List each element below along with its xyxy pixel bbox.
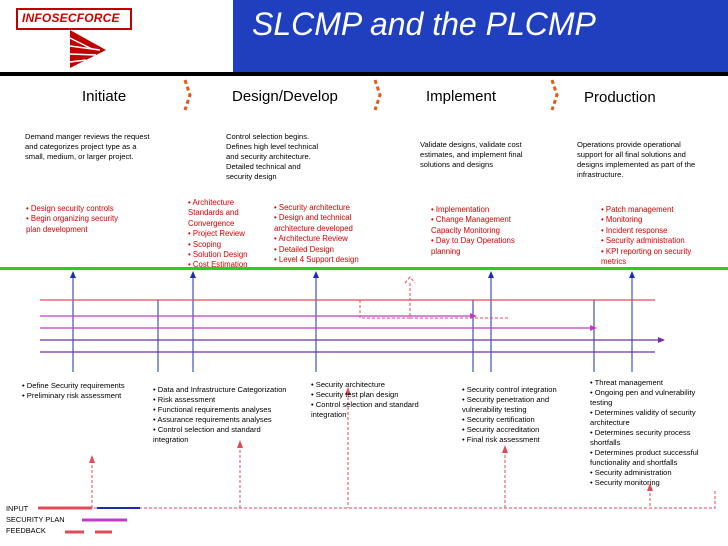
legend-input: INPUT [6, 504, 29, 513]
timeline-bar [0, 72, 728, 76]
input-lines [70, 271, 635, 372]
desc-design: Control selection begins. Defines high l… [226, 132, 319, 181]
title-banner [233, 0, 728, 72]
plm-initiate-list: • Design security controls • Begin organ… [26, 204, 119, 234]
plm-design-a-list: • Architecture Standards and Convergence… [188, 198, 248, 270]
feedback-lines-top [359, 276, 510, 319]
sec-production-list: • Threat management • Ongoing pen and vu… [590, 378, 699, 487]
sec-design-list-a: • Data and Infrastructure Categorization… [153, 385, 287, 444]
separator-bar [0, 267, 728, 270]
sec-design-list-b: • Security architecture • Security test … [311, 380, 419, 419]
plm-implement-list: • Implementation • Change Management Cap… [431, 205, 515, 256]
feedback-lines-bottom [91, 392, 716, 509]
plm-design-b-list: • Security architecture • Design and tec… [274, 203, 359, 265]
phase-design-develop: Design/Develop [232, 88, 338, 105]
legend-feedback: FEEDBACK [6, 526, 46, 535]
page-title: SLCMP and the PLCMP [252, 6, 596, 42]
security-plan-lines [40, 299, 665, 353]
desc-production: Operations provide operational support f… [577, 140, 696, 179]
sec-initiate-list: • Define Security requirements • Prelimi… [22, 381, 125, 400]
legend-security-plan: SECURITY PLAN [6, 515, 65, 524]
logo-triangle-icon [69, 30, 106, 68]
phase-initiate: Initiate [82, 88, 127, 105]
logo: INFOSECFORCE [22, 11, 120, 25]
legend: INPUT SECURITY PLAN FEEDBACK [6, 503, 65, 536]
phase-separators [183, 79, 559, 111]
phase-production: Production [584, 89, 656, 106]
desc-initiate: Demand manger reviews the request and ca… [25, 132, 150, 161]
phase-implement: Implement [426, 88, 497, 105]
desc-implement: Validate designs, validate cost estimate… [420, 140, 523, 169]
feedback-arrowheads [89, 387, 653, 491]
plm-production-list: • Patch management • Monitoring • Incide… [601, 205, 692, 267]
legend-lines [38, 506, 140, 534]
sec-implement-list: • Security control integration • Securit… [462, 385, 557, 444]
logo-frame [16, 8, 132, 30]
